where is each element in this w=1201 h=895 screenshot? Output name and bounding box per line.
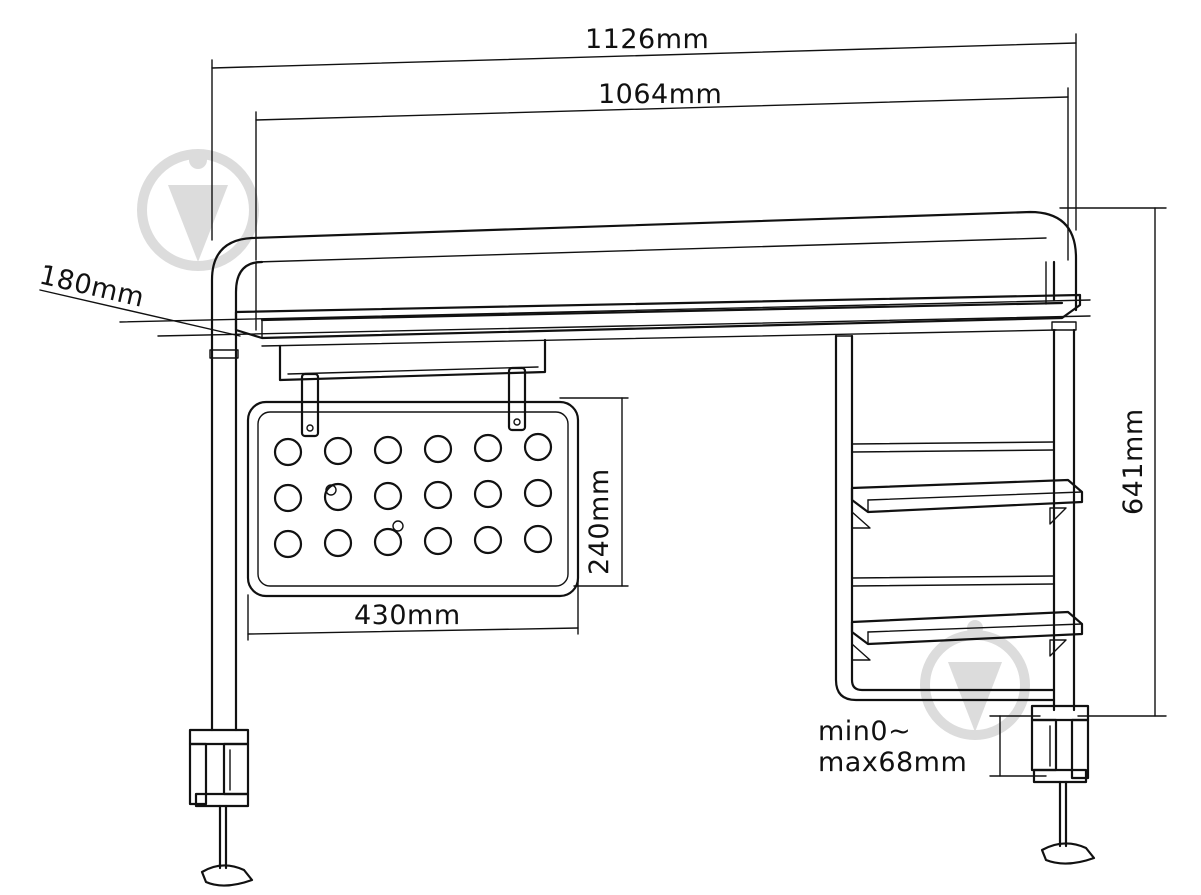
peg-hole bbox=[273, 437, 303, 467]
pegboard bbox=[246, 400, 580, 598]
peg-hole bbox=[423, 434, 453, 464]
left-clamp bbox=[188, 728, 254, 887]
peg-hole bbox=[273, 529, 303, 559]
dim-total-width: 1126mm bbox=[211, 24, 1077, 241]
peg-hole bbox=[323, 482, 353, 512]
peg-hole bbox=[473, 479, 503, 509]
pegboard-width-label: 430mm bbox=[354, 600, 461, 631]
pegboard-rail bbox=[278, 338, 547, 438]
side-shelf-unit bbox=[834, 334, 1084, 702]
peg-hole bbox=[423, 526, 453, 556]
peg-hole bbox=[373, 435, 403, 465]
pegboard-holes bbox=[273, 432, 553, 559]
peg-hole bbox=[323, 436, 353, 466]
peg-hole bbox=[523, 478, 553, 508]
dim-pegboard-height: 240mm bbox=[559, 397, 629, 587]
peg-hole bbox=[473, 433, 503, 463]
dim-height: 641mm bbox=[1059, 207, 1167, 717]
peg-hole bbox=[373, 481, 403, 511]
watermark-logo-right bbox=[920, 620, 1030, 740]
clamp-range-line2: max68mm bbox=[818, 747, 967, 778]
peg-hole bbox=[523, 524, 553, 554]
clamp-range-line1: min0~ bbox=[818, 716, 911, 747]
dim-pegboard-width: 430mm bbox=[247, 579, 579, 641]
dim-shelf-width: 1064mm bbox=[255, 79, 1069, 261]
peg-hole bbox=[273, 483, 303, 513]
shelf-width-label: 1064mm bbox=[598, 79, 722, 110]
peg-hole bbox=[423, 480, 453, 510]
peg-hole bbox=[323, 528, 353, 558]
pegboard-height-label: 240mm bbox=[584, 468, 615, 575]
peg-hole bbox=[373, 527, 403, 557]
height-label: 641mm bbox=[1118, 408, 1149, 515]
peg-hole bbox=[473, 525, 503, 555]
watermark-logo-left bbox=[137, 149, 259, 271]
total-width-label: 1126mm bbox=[585, 24, 709, 55]
peg-hole bbox=[523, 432, 553, 462]
dim-clamp-range: min0~ max68mm bbox=[818, 715, 1047, 778]
outer-frame bbox=[209, 210, 1078, 732]
right-clamp bbox=[1030, 704, 1096, 865]
top-shelf bbox=[234, 237, 1082, 347]
depth-label: 180mm bbox=[36, 260, 147, 314]
